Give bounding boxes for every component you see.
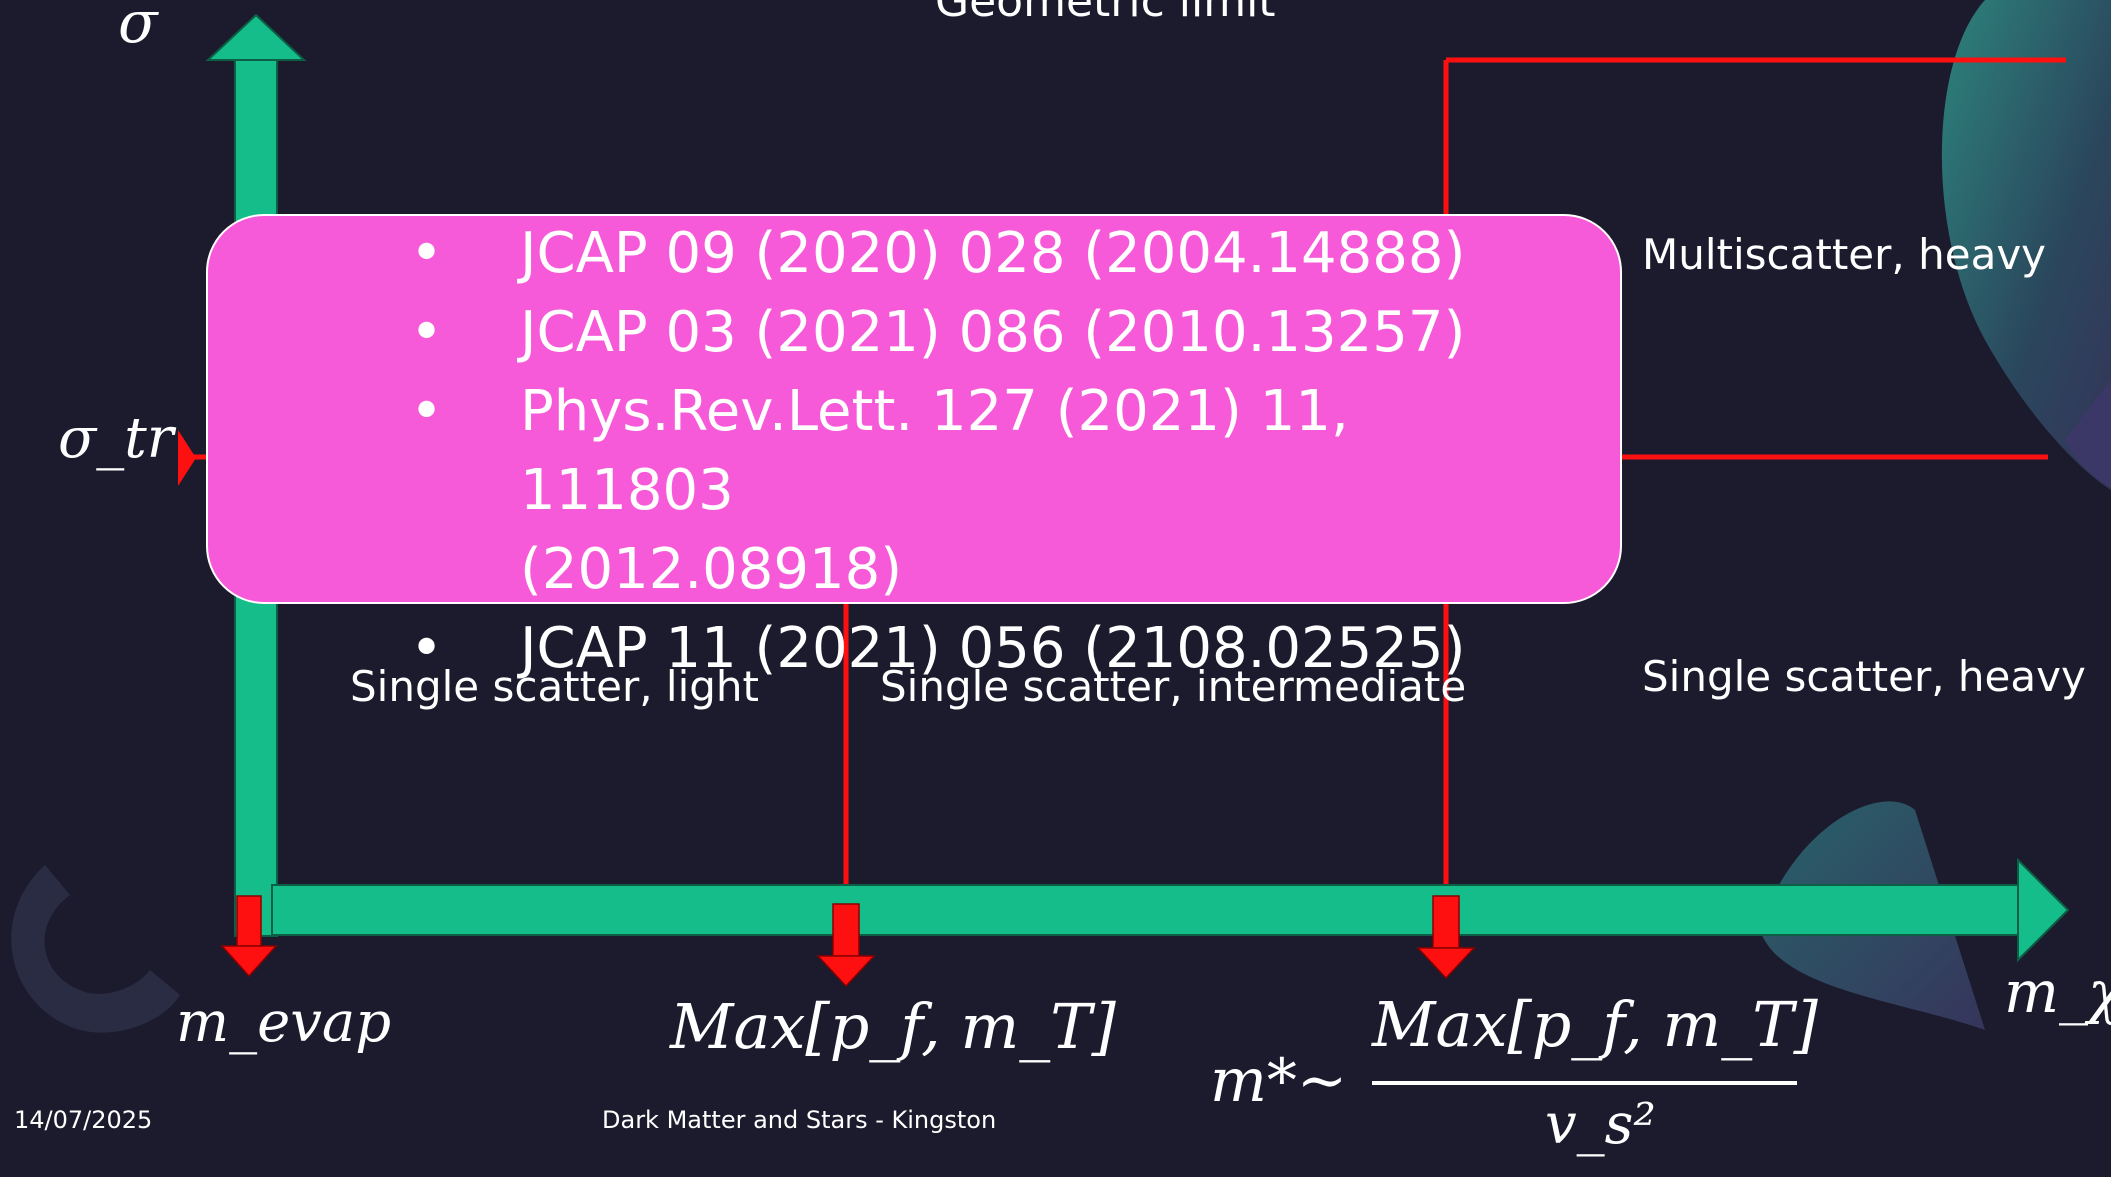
- tick-marker-max-pf: [816, 903, 876, 988]
- reference-item: • JCAP 03 (2021) 086 (2010.13257): [410, 293, 1530, 372]
- sigma-tr-label: σ_tr: [58, 406, 174, 471]
- tick-marker-m-star: [1416, 895, 1476, 980]
- x-axis-arrowhead: [2017, 857, 2070, 963]
- reference-text: JCAP 03 (2021) 086 (2010.13257): [520, 300, 1466, 365]
- tick-label-m-star: m*∼: [1210, 1046, 1348, 1116]
- reference-text-continued: (2012.08918): [520, 537, 903, 602]
- reference-text: Phys.Rev.Lett. 127 (2021) 11, 111803: [520, 379, 1349, 523]
- bullet-icon: •: [410, 616, 444, 681]
- decorative-ring: [11, 865, 180, 1033]
- footer-title: Dark Matter and Stars - Kingston: [602, 1106, 997, 1134]
- bullet-icon: •: [410, 300, 444, 365]
- region-label-multiscatter-heavy: Multiscatter, heavy: [1642, 230, 2047, 279]
- tick-label-m-star-denominator: v_s²: [1545, 1092, 1656, 1157]
- references-list: • JCAP 09 (2020) 028 (2004.14888) • JCAP…: [410, 214, 1530, 688]
- tick-label-max-pf-mt: Max[p_f, m_T]: [670, 990, 1116, 1063]
- geometric-limit-label: Geometric limit: [935, 0, 1276, 27]
- tick-markers: [220, 895, 1476, 988]
- references-callout: [206, 214, 1622, 604]
- reference-item: • JCAP 09 (2020) 028 (2004.14888): [410, 214, 1530, 293]
- tick-label-m-star-numerator: Max[p_f, m_T]: [1372, 988, 1818, 1061]
- region-label-single-intermediate: Single scatter, intermediate: [880, 662, 1467, 711]
- decorative-bubble: [1941, 0, 2111, 490]
- reference-item: • Phys.Rev.Lett. 127 (2021) 11, 111803 (…: [410, 372, 1530, 609]
- decorative-bubble-shade: [2065, 380, 2111, 488]
- sigma-tr-marker: [178, 430, 196, 486]
- bullet-icon: •: [410, 379, 444, 444]
- x-axis-label: m_χ: [2004, 958, 2111, 1026]
- reference-item: • JCAP 11 (2021) 056 (2108.02525): [410, 609, 1530, 688]
- region-label-single-heavy: Single scatter, heavy: [1642, 652, 2086, 701]
- tick-marker-m-evap: [220, 895, 278, 978]
- x-axis-shaft: [271, 884, 2023, 936]
- tick-label-m-evap: m_evap: [176, 990, 392, 1055]
- region-label-single-light: Single scatter, light: [350, 662, 760, 711]
- footer-date: 14/07/2025: [14, 1106, 153, 1134]
- bullet-icon: •: [410, 221, 444, 286]
- reference-text: JCAP 09 (2020) 028 (2004.14888): [520, 221, 1466, 286]
- y-axis-label: σ: [118, 0, 158, 56]
- reference-text: JCAP 11 (2021) 056 (2108.02525): [520, 616, 1466, 681]
- y-axis-arrowhead: [205, 13, 307, 61]
